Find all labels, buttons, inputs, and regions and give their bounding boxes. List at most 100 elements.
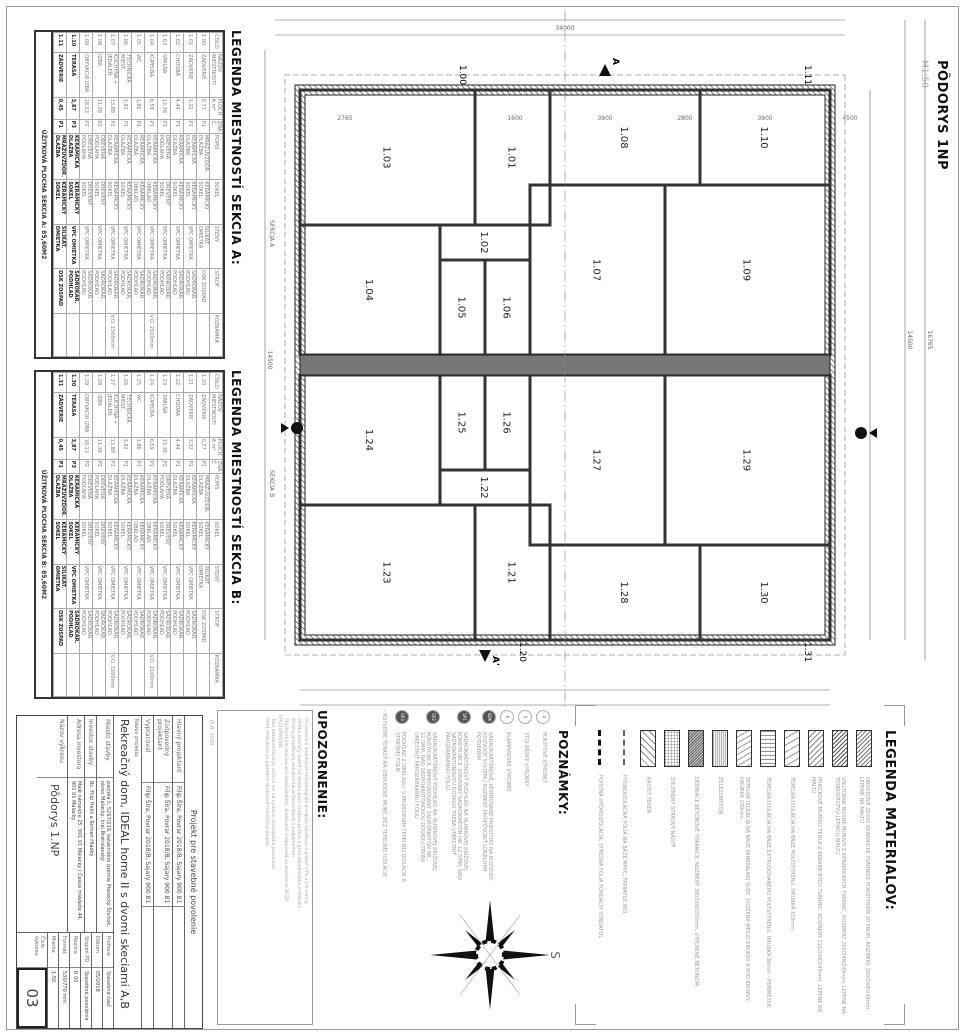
table-cell: KERAMICKÝ SOKEL [183,519,197,565]
column-header: POZNÁMKA [209,653,223,697]
table-cell [196,313,210,357]
dim-5: 3900 [757,115,772,122]
table-cell: TECHNICKÁ MIEST. [118,52,132,98]
corner-mark [884,1004,905,1025]
table-cell: P1 [118,459,132,474]
dimension-lines [264,19,926,706]
table-cell: SADROKAR. PODHĽAD [144,268,158,314]
material-description: POISTNÁ HYDROIZOLÁCIA, STREŠNÁ FÓLIA TON… [597,775,603,939]
table-cell: 1.09 [79,32,93,53]
drawn-by-label: Vypracoval [142,716,153,783]
column-header: ČÍSLO [209,32,223,53]
table-cell: 1.08 [92,32,106,53]
table-cell: KERAMICKÝ SOKEL [105,519,119,565]
table-cell: VPC OMIETKA [66,224,80,269]
warnings-title: UPOZORNENIE: [315,710,329,819]
table-cell: KERAMICKÝ SOKEL [196,519,210,565]
dim-6: 2765 [337,115,352,122]
room-label: 1.03 [381,146,392,168]
meta-value: Stavebné povolenie [83,971,89,1021]
legend-b-total: ÚŽITKOVÁ PLOCHA SEKCIA B: 85,60M2 [36,372,53,697]
drawing-name: Pôdorys 1.NP [48,784,61,857]
section-b-label: SEKCIA B [268,470,275,497]
material-description: VNÚTORNÉ NOSNÉ MURIVO Z KERAMICKÝCH TVÁR… [834,777,846,1014]
material-description: ŽELEZOBETÓN [717,777,723,815]
table-cell: DSK ZOSPAD [53,268,67,314]
table-cell: P3 [66,459,80,474]
table-cell: KERAMICKÁ DLAŽBA [118,473,132,520]
table-cell: P1 [170,119,184,134]
cut-mark-bottom-label: A' [490,656,500,666]
table-cell: 1.20 [196,372,210,393]
table-cell: KERAMICKÁ DLAŽBA [183,133,197,180]
meta-label: Profesia [103,933,113,968]
table-cell: VPC OMIETKA [157,564,171,609]
table-cell: P1 [105,459,119,474]
dim-2: 1600 [507,115,522,122]
legend-a-title: LEGENDA MIESTNOSTÍ SEKCIA A: [229,30,243,266]
table-cell: 13,38 [157,437,171,460]
table-cell: WC [131,52,145,98]
material-item: POISTNÁ HYDROIZOLÁCIA, STREŠNÁ FÓLIA TON… [591,730,609,1015]
room-label: 1.28 [618,581,629,603]
material-description: ZHUTNENÝ ŠTRKOVÝ NÁSYP [669,777,675,848]
table-cell: SADROKAR. PODHĽAD [92,268,106,314]
table-cell: VPC OMIETKA [131,224,145,269]
table-cell: IZBA [92,52,106,98]
table-cell [118,653,132,697]
corner-mark [884,705,905,726]
table-cell: 1.11 [53,32,67,53]
signature-label: PLN. SIGN [208,720,214,745]
table-cell: 3,32 [183,97,197,120]
table-cell: 1.02 [170,32,184,53]
site: parcela č. 5267/219, katastrálne územie … [99,781,111,927]
table-cell: VPC OMIETKA [105,564,119,609]
title-block: Projekt pre stavebné povolenie Hlavný pr… [16,715,203,1029]
dim-4: 2800 [677,115,692,122]
table-cell: KUCHYŇA + JEDÁLEŇ [105,52,119,98]
meta-value: 530/770 mm [61,971,67,1004]
table-cell: SADROKAR. PODHĽAD [170,268,184,314]
table-cell: 1.28 [92,372,106,393]
table-cell: MRAZUVZDOR. DLAŽBA [196,473,210,520]
table-cell: TERASA [66,392,80,438]
table-cell: 1.24 [144,372,158,393]
table-cell: KERAMICKÁ DLAŽBA [131,473,145,520]
table-cell: MRAZUVZDOR. DLAŽBA [196,133,210,180]
note-symbol-icon: S [518,710,532,724]
table-cell: ZÁDVERIE [183,392,197,438]
material-description: TEPELNÁ IZOLÁCIA NA BÁZE EXTRUDOVANÉHO P… [765,777,771,1008]
table-cell: SADROKAR. PODHĽAD [66,268,80,314]
table-cell: MRAZUVZDOR. DLAŽBA [53,473,67,520]
room-label: 1.22 [478,476,489,498]
table-cell: VPC OMIETKA [144,224,158,269]
table-cell: DREVENÁ PODLAHA [79,133,93,180]
room-label: 1.09 [741,259,752,281]
table-cell: 6,59 [144,97,158,120]
meta-value: R 00 [72,971,78,983]
table-cell: P2 [79,459,93,474]
note-text: KLAMPIARSKE VÝROBKY [505,732,511,792]
table-cell: P2 [92,459,106,474]
table-cell: KERAMICKÝ OBKLAD [144,519,158,565]
column-header: NÁZOV MIESTNOSTI [209,52,223,98]
table-cell: VPC OMIETKA [105,224,119,269]
warning-line: - Všetky rozmery overiť na stavbe pred v… [296,715,302,910]
material-description: DEBNIACE BETÓNOVÉ TVÁRNICE, ROZMERY 300/… [693,777,699,986]
table-cell: KERAMICKÁ DLAŽBA [170,133,184,180]
